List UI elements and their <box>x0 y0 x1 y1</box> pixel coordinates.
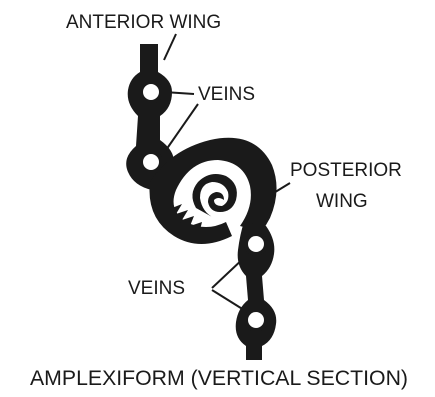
label-posterior-wing-line2: WING <box>316 191 368 212</box>
coil-inner-spiral <box>192 174 236 218</box>
label-anterior-wing: ANTERIOR WING <box>66 12 221 33</box>
diagram-caption: AMPLEXIFORM (VERTICAL SECTION) <box>30 367 408 390</box>
vein-anterior-1 <box>141 82 161 102</box>
label-veins-upper: VEINS <box>198 84 255 105</box>
vein-anterior-2 <box>141 152 161 172</box>
leader-anterior-wing <box>164 34 176 60</box>
label-veins-lower: VEINS <box>128 278 185 299</box>
vein-posterior-1 <box>246 234 266 254</box>
leader-veins-lower-2 <box>212 290 244 310</box>
label-posterior-wing-line1: POSTERIOR <box>290 160 402 181</box>
leader-veins-upper-2 <box>166 104 198 150</box>
leader-veins-lower-1 <box>212 256 246 288</box>
vein-posterior-2 <box>246 310 266 330</box>
